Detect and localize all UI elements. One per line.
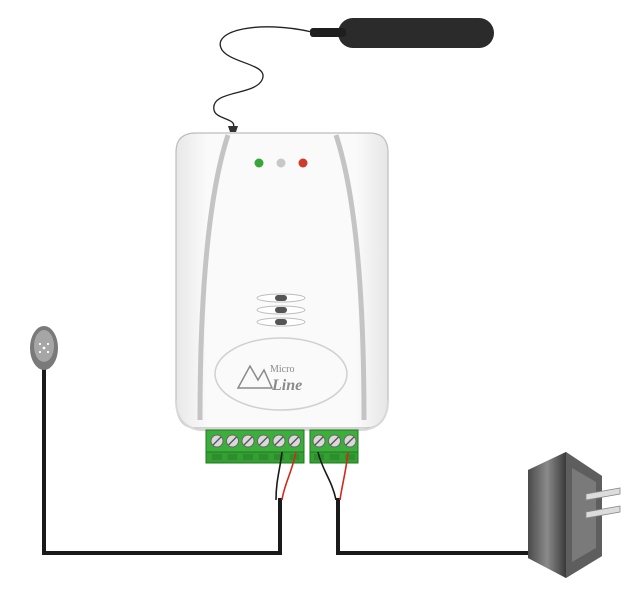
adapter-socket [572, 468, 596, 562]
terminal-port [243, 454, 253, 460]
antenna [213, 18, 494, 132]
antenna-cable [213, 26, 313, 129]
screw-slot [330, 436, 339, 446]
power-cable [336, 498, 530, 555]
power-adapter [528, 452, 621, 578]
led-green [254, 158, 264, 168]
adapter-pin-bottom [585, 505, 621, 519]
screw-slot [290, 436, 299, 446]
antenna-connector [310, 28, 346, 37]
antenna-jack [228, 126, 238, 132]
logo-text-bottom: Line [271, 377, 302, 394]
brand-logo: Micro Line [214, 337, 348, 411]
logo-text-top: Micro [270, 364, 294, 375]
power-wire-black [317, 451, 337, 501]
logo-mark [236, 364, 274, 389]
terminal-block-right [309, 429, 359, 464]
sensor-face [34, 330, 54, 362]
terminal-port [274, 454, 284, 460]
screw-slot [259, 436, 268, 446]
screw-slot [274, 436, 284, 446]
terminal-port [345, 454, 355, 460]
terminal-port [227, 454, 238, 460]
terminal-port [329, 454, 340, 460]
logo-oval [214, 337, 348, 411]
sensor-wiring [30, 326, 297, 555]
terminal-right-screws [312, 434, 357, 460]
screw-slot [345, 436, 355, 446]
terminal-port [212, 454, 222, 460]
adapter-front [528, 452, 566, 578]
terminal-port [258, 454, 269, 460]
screw-slot [314, 436, 324, 446]
screw-slot [212, 436, 222, 446]
sensor-wire-black [275, 451, 283, 501]
gsm-device: Micro Line [175, 132, 389, 431]
adapter-pin-top [585, 487, 621, 501]
sensor-wire-red [281, 451, 297, 501]
power-wiring [317, 451, 530, 555]
terminal-block-left [205, 429, 305, 464]
terminal-left-base [205, 451, 305, 464]
sensor-cable [42, 368, 282, 555]
slot-2-knob [275, 307, 287, 313]
slot-1-knob [275, 295, 287, 301]
antenna-body [338, 18, 494, 48]
device-left-ridge [197, 134, 231, 421]
sensor-hole [42, 346, 46, 350]
indicator-slots [256, 293, 306, 327]
device-right-ridge [333, 134, 367, 421]
screw-slot [228, 436, 237, 446]
slot-3-knob [275, 319, 287, 325]
led-red [298, 158, 308, 168]
power-wire-red [339, 451, 349, 501]
screw-slot [243, 436, 253, 446]
led-grey [276, 158, 286, 168]
